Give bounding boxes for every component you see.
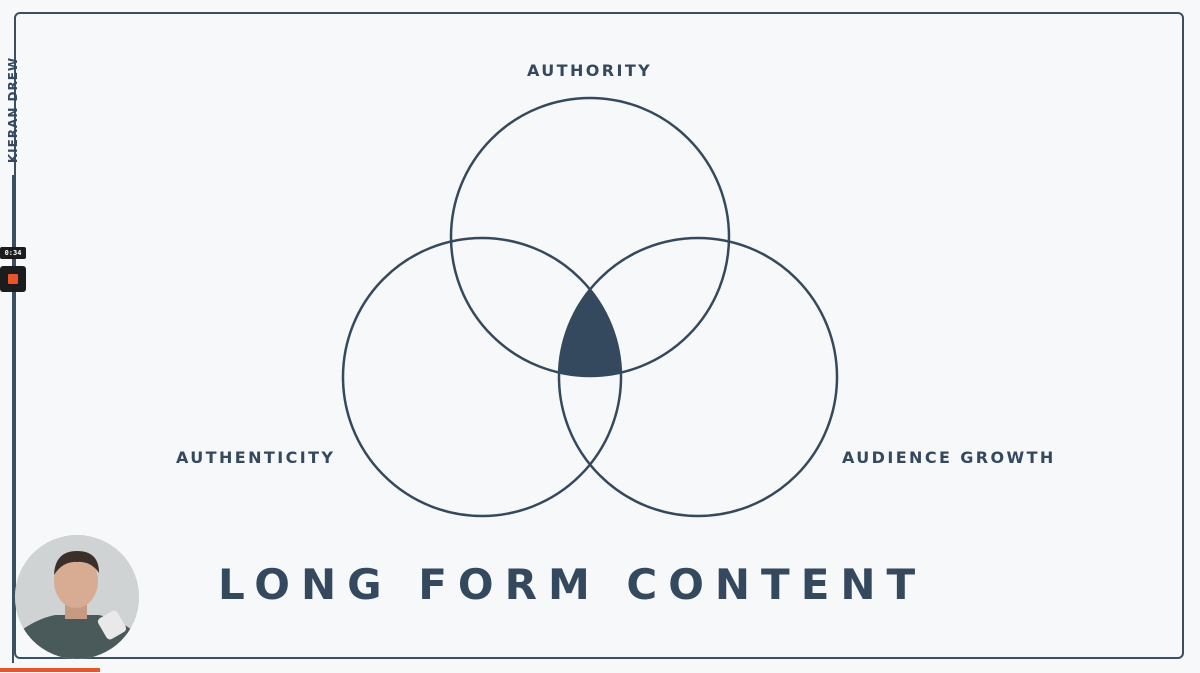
label-authenticity: AUTHENTICITY [176,448,336,467]
circle-authority [449,96,731,378]
person-icon [15,535,139,659]
video-progress-bar[interactable] [0,668,100,672]
stop-icon [8,274,18,284]
slide-title: LONG FORM CONTENT [218,560,927,609]
stop-recording-button[interactable] [0,266,26,292]
venn-intersection [559,238,621,376]
presenter-webcam-avatar[interactable] [15,535,139,659]
sidebar-divider [12,175,14,663]
slide-frame [14,12,1184,659]
circle-audience-growth [557,236,839,518]
label-audience-growth: AUDIENCE GROWTH [842,448,1056,467]
label-authority: AUTHORITY [527,61,653,80]
circle-authenticity [341,236,623,518]
recording-timer: 0:34 [0,247,26,259]
